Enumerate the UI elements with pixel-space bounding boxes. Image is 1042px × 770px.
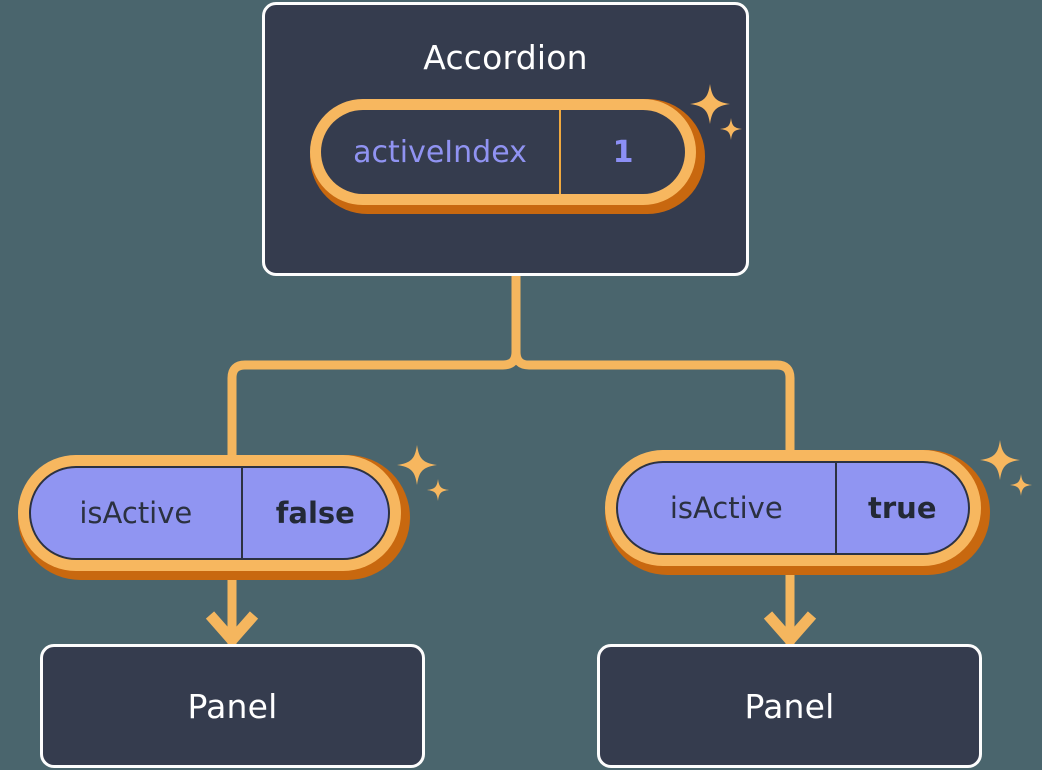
- wire-branch-right: [511, 351, 795, 455]
- state-pill-key: activeIndex: [353, 134, 527, 170]
- prop-pill-body-left: isActive false: [29, 466, 390, 560]
- component-card-panel-right[interactable]: Panel: [597, 644, 982, 768]
- sparkle-large-icon: [397, 445, 449, 501]
- state-pill-body: activeIndex 1: [321, 110, 685, 194]
- prop-pill-key-left: isActive: [79, 496, 193, 530]
- prop-pill-body-right: isActive true: [616, 461, 970, 555]
- state-pill-value: 1: [559, 110, 685, 194]
- component-title-panel-right: Panel: [744, 686, 835, 726]
- component-card-panel-left[interactable]: Panel: [40, 644, 425, 768]
- page-title: Accordion: [423, 38, 588, 77]
- prop-pill-key-right: isActive: [669, 491, 783, 525]
- component-title-panel-left: Panel: [187, 686, 278, 726]
- prop-pill-value-right: true: [834, 463, 968, 553]
- sparkle-large-icon: [980, 440, 1032, 496]
- arrow-down-icon-right: [763, 611, 817, 649]
- prop-pill-isactive-true[interactable]: isActive true: [605, 450, 990, 575]
- prop-pill-isactive-false[interactable]: isActive false: [18, 455, 410, 580]
- state-pill-activeindex[interactable]: activeIndex 1: [310, 99, 705, 214]
- prop-pill-value-left: false: [240, 468, 388, 558]
- sparkle-large-icon: [690, 84, 742, 140]
- wire-branch-left: [227, 351, 521, 459]
- arrow-down-icon-left: [205, 611, 259, 649]
